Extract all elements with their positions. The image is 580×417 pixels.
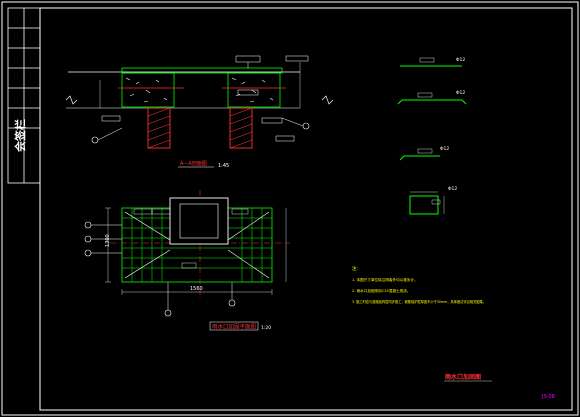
- note-2: 2. 雨水口加固采用C25混凝土现浇。: [352, 288, 410, 293]
- signature-column: [7, 7, 41, 184]
- plan-height-dim: 1300: [105, 234, 111, 247]
- drawing-frame: [39, 7, 573, 411]
- rebar-1-label: Φ12: [456, 57, 465, 63]
- right-concrete-block: [227, 72, 281, 108]
- plan-scale: 1:20: [261, 325, 271, 331]
- inlet-opening: [169, 197, 229, 245]
- rebar-4-label: Φ12: [448, 186, 457, 192]
- rebar-3-label: Φ12: [440, 146, 449, 152]
- rebar-2-label: Φ12: [456, 90, 465, 96]
- signature-column-label: 会签栏: [13, 119, 27, 152]
- notes-block: 注: 1. 本图尺寸单位除注明者外均以毫米计。 2. 雨水口加固采用C25混凝土…: [352, 265, 486, 304]
- left-wall: [147, 107, 171, 149]
- drawing-title: 雨水口加固图: [445, 373, 481, 381]
- stirrup-shape: [409, 195, 439, 215]
- sheet-number: JS-08: [541, 394, 555, 400]
- section-view: A—A剖面图 1:45: [65, 55, 334, 169]
- plan-caption: 雨水口加固平面图: [212, 323, 257, 331]
- left-concrete-block: [121, 72, 175, 108]
- note-3: 3. 施工时应与道路结构层同步施工，钢筋保护层厚度不小于30mm，具体做法详见相…: [352, 299, 486, 304]
- rebar-details: Φ12 Φ12 Φ12 Φ12: [397, 57, 467, 215]
- note-1: 1. 本图尺寸单位除注明者外均以毫米计。: [352, 277, 418, 282]
- section-scale: 1:45: [218, 163, 229, 169]
- plan-width-dim: 1560: [190, 286, 203, 292]
- right-wall: [229, 107, 253, 149]
- plan-view: 1560 1300 雨水口加固平面图 1:20: [84, 190, 290, 331]
- section-caption: A—A剖面图: [180, 160, 207, 167]
- notes-header: 注:: [352, 265, 358, 272]
